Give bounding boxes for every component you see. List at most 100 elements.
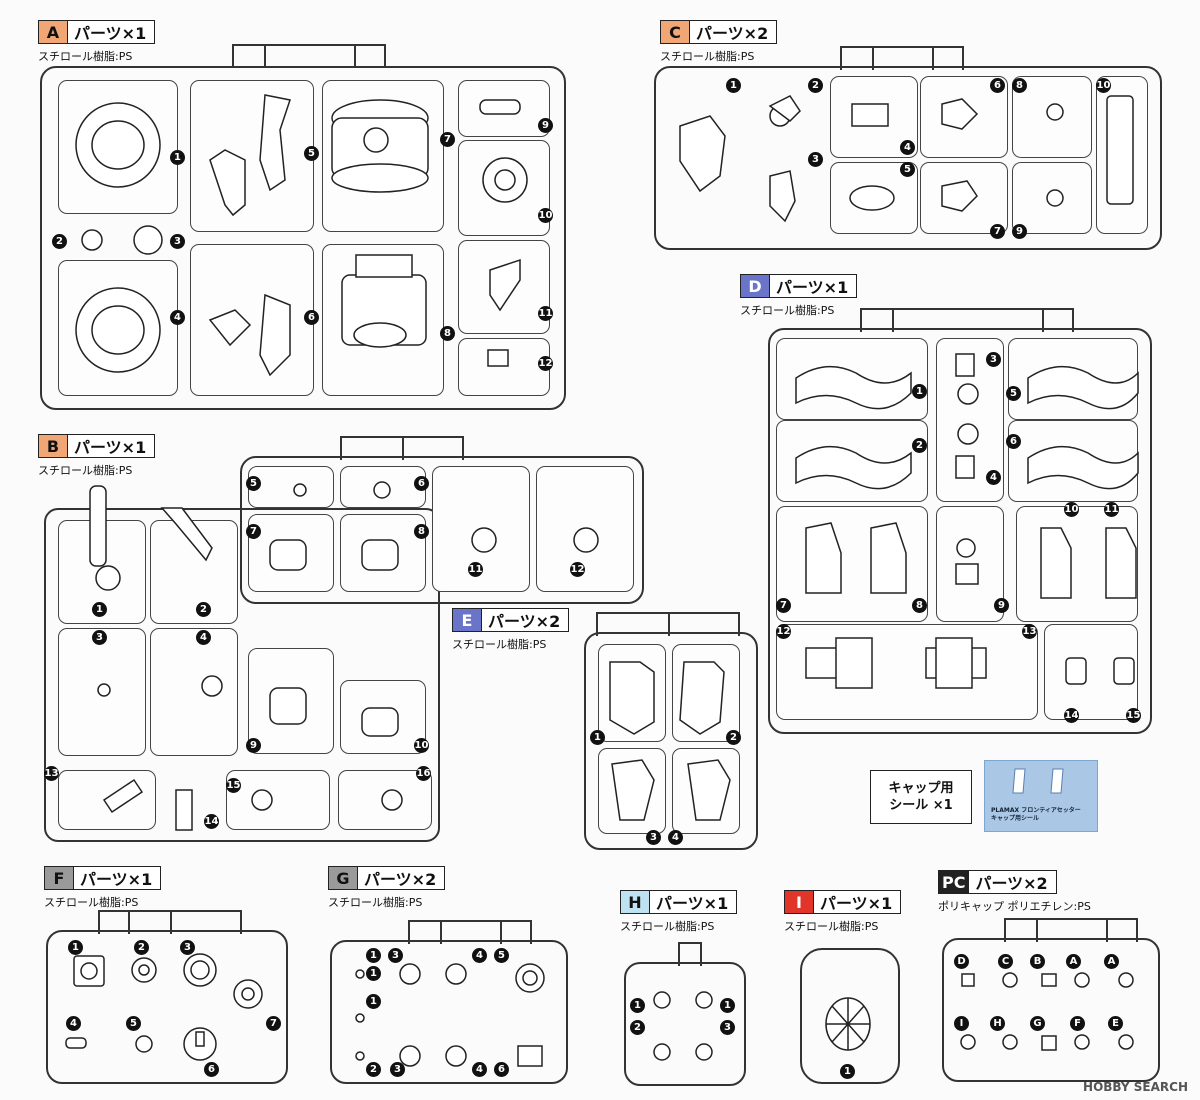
parts-count-label: パーツ×2 — [696, 24, 769, 43]
part-number: 3 — [986, 352, 1001, 367]
runner-h-parts-drawing — [653, 991, 713, 1061]
runner-frame — [654, 66, 1162, 250]
part-number: 8 — [912, 598, 927, 613]
part-number: 15 — [1126, 708, 1141, 723]
runner-i-header: I パーツ×1 — [784, 890, 902, 914]
cap-sticker-label: キャップ用 シール ×1 — [870, 770, 972, 824]
part-number: 4 — [986, 470, 1001, 485]
parts-count-label: パーツ×1 — [820, 894, 893, 913]
part-number: E — [1108, 1016, 1123, 1031]
runner-d-header: D パーツ×1 — [740, 274, 858, 298]
runner-cell — [248, 648, 334, 754]
part-number: 4 — [472, 948, 487, 963]
runner-c-parts-drawing — [679, 95, 1134, 223]
part-number: 1 — [366, 948, 381, 963]
part-number: 11 — [468, 562, 483, 577]
part-number: 7 — [776, 598, 791, 613]
part-number: 9 — [1012, 224, 1027, 239]
part-number: 3 — [180, 940, 195, 955]
runner-b-parts-drawing — [89, 481, 599, 831]
runner-cell — [1016, 506, 1138, 622]
part-number: 6 — [1006, 434, 1021, 449]
runner-letter: F — [45, 867, 74, 889]
cap-sticker-sheet: PLAMAX フロンティアセッター キャップ用シール — [984, 760, 1098, 832]
part-number: 3 — [720, 1020, 735, 1035]
part-number: 11 — [1104, 502, 1119, 517]
part-number: 6 — [304, 310, 319, 325]
runner-h-header: H パーツ×1 — [620, 890, 738, 914]
part-number: 5 — [1006, 386, 1021, 401]
part-number: 5 — [900, 162, 915, 177]
runner-letter: I — [785, 891, 814, 913]
part-number: 5 — [246, 476, 261, 491]
part-number: 2 — [630, 1020, 645, 1035]
parts-count-label: パーツ×1 — [776, 278, 849, 297]
sticker-subtitle: キャップ用シール — [991, 815, 1040, 822]
runner-a-parts-drawing — [75, 94, 528, 377]
runner-frame — [768, 328, 1152, 734]
material-label: スチロール樹脂:PS — [452, 638, 547, 651]
part-number: G — [1030, 1016, 1045, 1031]
part-number: 3 — [388, 948, 403, 963]
part-number: 10 — [1064, 502, 1079, 517]
runner-frame — [584, 632, 758, 850]
part-number: 1 — [840, 1064, 855, 1079]
parts-count-label: パーツ×1 — [74, 438, 147, 457]
runner-pc-header: PC パーツ×2 — [938, 870, 1057, 894]
part-number: 3 — [92, 630, 107, 645]
runner-a-header: A パーツ×1 — [38, 20, 156, 44]
part-number: F — [1070, 1016, 1085, 1031]
part-number: 6 — [990, 78, 1005, 93]
part-number: 12 — [570, 562, 585, 577]
part-number: 9 — [246, 738, 261, 753]
part-number: 13 — [1022, 624, 1037, 639]
part-number: 2 — [912, 438, 927, 453]
part-number: 2 — [366, 1062, 381, 1077]
runner-e-header: E パーツ×2 — [452, 608, 570, 632]
part-number: 4 — [170, 310, 185, 325]
part-number: 6 — [494, 1062, 509, 1077]
part-number: 6 — [204, 1062, 219, 1077]
sticker-label-line: キャップ用 — [888, 781, 954, 796]
part-number: 13 — [44, 766, 59, 781]
part-number: 2 — [52, 234, 67, 249]
part-number: 8 — [1012, 78, 1027, 93]
part-number: 4 — [66, 1016, 81, 1031]
material-label: ポリキャップ ポリエチレン:PS — [938, 900, 1091, 913]
part-number: 8 — [440, 326, 455, 341]
material-label: スチロール樹脂:PS — [784, 920, 879, 933]
part-number: 15 — [226, 778, 241, 793]
part-number: 2 — [726, 730, 741, 745]
watermark: HOBBY SEARCH — [1083, 1080, 1188, 1094]
sticker-label-line: シール ×1 — [889, 798, 953, 813]
runner-tab — [232, 44, 386, 68]
part-number: 3 — [390, 1062, 405, 1077]
runner-cell — [190, 80, 314, 232]
runner-frame — [44, 508, 440, 842]
part-number: 12 — [776, 624, 791, 639]
part-number: 1 — [720, 998, 735, 1013]
part-number: C — [998, 954, 1013, 969]
runner-letter: G — [329, 867, 358, 889]
part-number: 12 — [538, 356, 553, 371]
runner-frame — [624, 962, 746, 1086]
part-number: 14 — [1064, 708, 1079, 723]
part-number: I — [954, 1016, 969, 1031]
part-number: 7 — [990, 224, 1005, 239]
part-number: 1 — [68, 940, 83, 955]
runner-g-parts-drawing — [355, 963, 545, 1067]
part-number: 6 — [414, 476, 429, 491]
part-number: 10 — [1096, 78, 1111, 93]
part-number: 5 — [304, 146, 319, 161]
part-number: 2 — [808, 78, 823, 93]
runner-letter: PC — [939, 871, 970, 893]
runner-frame — [240, 456, 644, 604]
parts-count-label: パーツ×2 — [364, 870, 437, 889]
material-label: スチロール樹脂:PS — [660, 50, 755, 63]
runner-letter: C — [661, 21, 690, 43]
part-number: 16 — [416, 766, 431, 781]
runner-letter: D — [741, 275, 770, 297]
runner-frame — [46, 930, 288, 1084]
part-number: B — [1030, 954, 1045, 969]
part-number: D — [954, 954, 969, 969]
